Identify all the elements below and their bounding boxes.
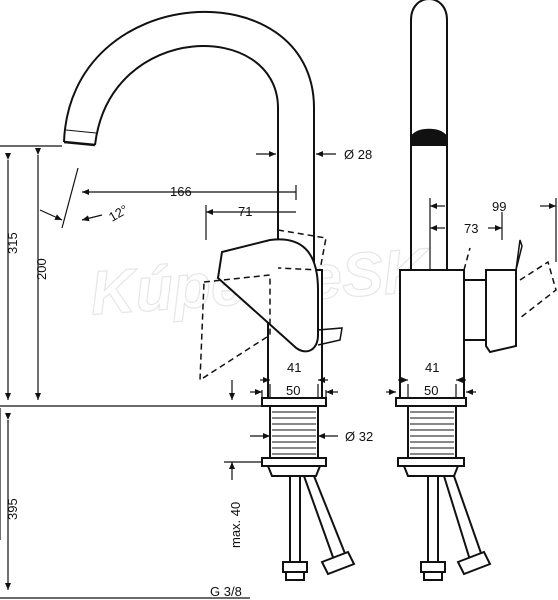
label-base-outer: 50	[286, 383, 300, 398]
label-shank-diameter: Ø 32	[345, 429, 373, 444]
side-dimension-lines	[386, 198, 557, 398]
label-max-thickness: max. 40	[228, 502, 243, 548]
label-side-base-inner: 41	[425, 360, 439, 375]
mounting-nut	[261, 457, 327, 467]
front-dimension-lines	[0, 145, 338, 599]
label-side-reach-total: 99	[492, 199, 506, 214]
side-column	[410, 0, 448, 365]
label-side-reach-handle: 73	[464, 221, 478, 236]
threaded-shank	[269, 405, 319, 459]
side-view-faucet	[395, 0, 523, 581]
side-body	[399, 269, 465, 401]
handle-range-dashed	[199, 229, 327, 382]
label-spout-angle: 12°	[106, 202, 131, 225]
handle-lever	[216, 238, 319, 353]
spout-nozzle	[63, 140, 96, 147]
label-total-height: 315	[5, 232, 20, 254]
label-base-inner: 41	[287, 360, 301, 375]
side-handle-range-dashed	[463, 247, 557, 319]
label-spout-height: 200	[34, 258, 49, 280]
base-plate	[261, 397, 327, 407]
spout-inner	[94, 45, 279, 365]
side-handle	[485, 269, 517, 354]
label-spout-reach: 166	[170, 184, 192, 199]
spout-outer	[63, 10, 315, 365]
label-side-base-outer: 50	[424, 383, 438, 398]
label-thread: G 3/8	[210, 584, 242, 599]
hose-right	[303, 475, 347, 561]
label-spout-diameter: Ø 28	[344, 147, 372, 162]
front-view-faucet	[63, 10, 356, 581]
label-handle-reach: 71	[238, 204, 252, 219]
label-hose-length: 395	[5, 498, 20, 520]
